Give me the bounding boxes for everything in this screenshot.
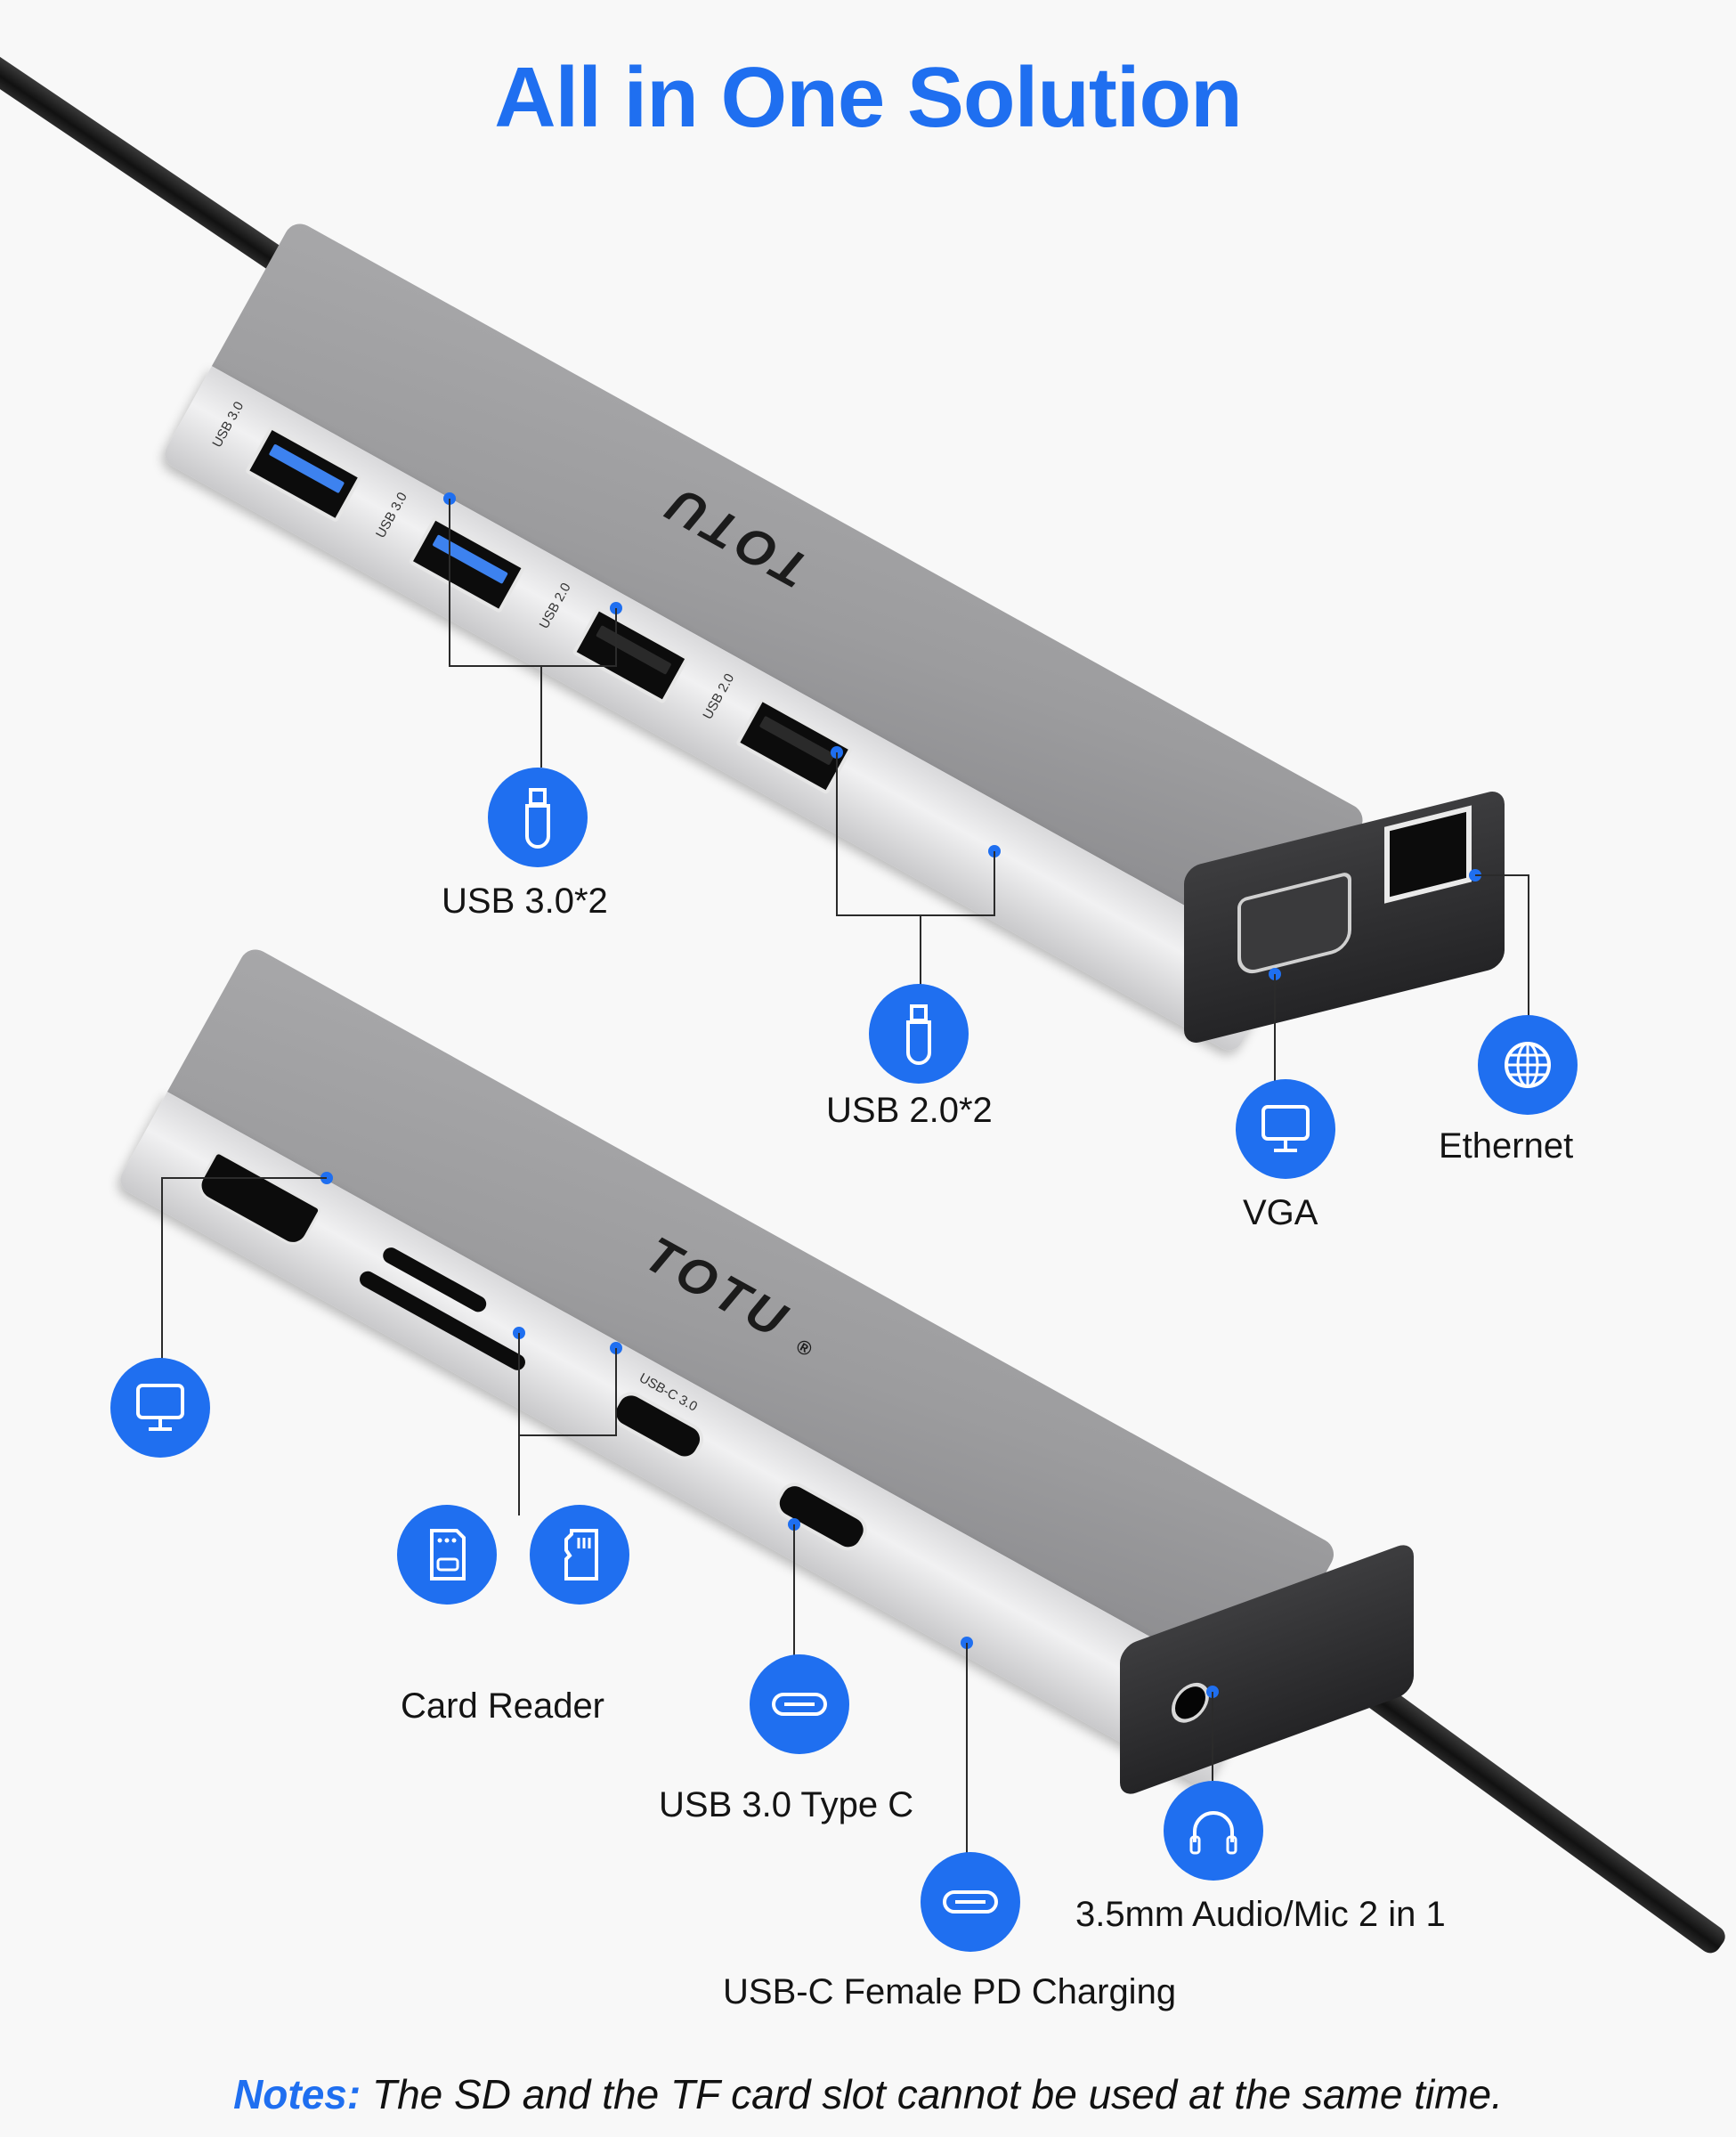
vga-port	[1237, 871, 1351, 978]
callout-dot-hdmi	[320, 1172, 333, 1184]
usb-flash-drive-icon	[525, 788, 550, 849]
usb-c-pd-label: USB-C Female PD Charging	[723, 1972, 1177, 2011]
callout-line	[1212, 1692, 1213, 1781]
globe-icon	[1505, 1042, 1551, 1088]
port-marking: USB 3.0	[209, 399, 247, 451]
hdmi-callout-circle	[110, 1358, 210, 1458]
ethernet-label: Ethernet	[1439, 1126, 1574, 1166]
sd-callout-circle	[397, 1505, 497, 1605]
card-reader-label: Card Reader	[401, 1686, 605, 1726]
callout-line	[793, 1524, 795, 1658]
callout-line	[966, 1643, 968, 1857]
brand-logo: TOTU	[653, 474, 818, 600]
port-marking: USB 2.0	[700, 670, 738, 722]
usb-c-icon	[772, 1693, 827, 1716]
registered-mark: ®	[792, 1334, 821, 1364]
notes-footer: Notes: The SD and the TF card slot canno…	[0, 2070, 1736, 2118]
brand-logo-text: TOTU	[653, 474, 818, 600]
callout-line	[1274, 974, 1276, 1081]
usb-c-icon	[943, 1890, 998, 1914]
callout-line	[615, 608, 617, 666]
micro-sd-card-icon	[564, 1529, 598, 1580]
ethernet-callout-circle	[1478, 1015, 1578, 1115]
usb2-label: USB 2.0*2	[826, 1091, 993, 1130]
usb-c-pd-callout-circle	[921, 1852, 1020, 1952]
usb3-label: USB 3.0*2	[442, 882, 608, 921]
usb-c-pd-port	[770, 1476, 873, 1556]
callout-line	[1528, 874, 1529, 1017]
usb3-callout-circle	[488, 768, 588, 867]
audio-label: 3.5mm Audio/Mic 2 in 1	[1075, 1895, 1446, 1934]
callout-line	[449, 499, 450, 666]
callout-line	[449, 665, 617, 667]
callout-line	[836, 914, 995, 916]
page-title: All in One Solution	[494, 50, 1243, 145]
usb-c-data-callout-circle	[750, 1654, 849, 1754]
usb2-callout-circle	[869, 984, 969, 1084]
headphones-icon	[1189, 1811, 1237, 1855]
audio-callout-circle	[1164, 1781, 1263, 1881]
hub-top-face: TOTU ®	[166, 944, 1340, 1696]
usb-flash-drive-icon	[906, 1004, 931, 1065]
port-marking: USB 2.0	[536, 580, 574, 632]
notes-text: The SD and the TF card slot cannot be us…	[361, 2071, 1503, 2117]
usb3-port-1	[244, 425, 363, 524]
callout-line	[615, 1348, 617, 1435]
vga-label: VGA	[1243, 1193, 1318, 1232]
callout-line	[161, 1177, 163, 1360]
callout-line	[518, 1434, 617, 1436]
callout-line	[162, 1177, 327, 1179]
sd-card-icon	[430, 1529, 466, 1580]
ethernet-port	[1384, 805, 1472, 904]
callout-line	[1475, 874, 1529, 876]
callout-line	[836, 752, 838, 915]
usb2-port-1	[572, 606, 690, 704]
hub-top-face: TOTU	[211, 218, 1368, 963]
callout-line	[518, 1333, 520, 1515]
brand-logo-text: TOTU	[636, 1225, 800, 1351]
tf-callout-circle	[530, 1505, 629, 1605]
callout-line	[540, 665, 542, 768]
port-marking: USB 3.0	[372, 490, 410, 541]
monitor-icon	[1261, 1105, 1310, 1152]
usb3-port-2	[408, 516, 526, 614]
callout-line	[994, 851, 995, 915]
audio-jack-port	[1172, 1677, 1209, 1728]
monitor-icon	[136, 1384, 184, 1431]
callout-line	[920, 914, 921, 1003]
vga-callout-circle	[1236, 1079, 1335, 1179]
notes-key: Notes:	[233, 2071, 361, 2117]
usb-c-data-label: USB 3.0 Type C	[659, 1785, 914, 1824]
brand-logo: TOTU ®	[636, 1224, 834, 1369]
